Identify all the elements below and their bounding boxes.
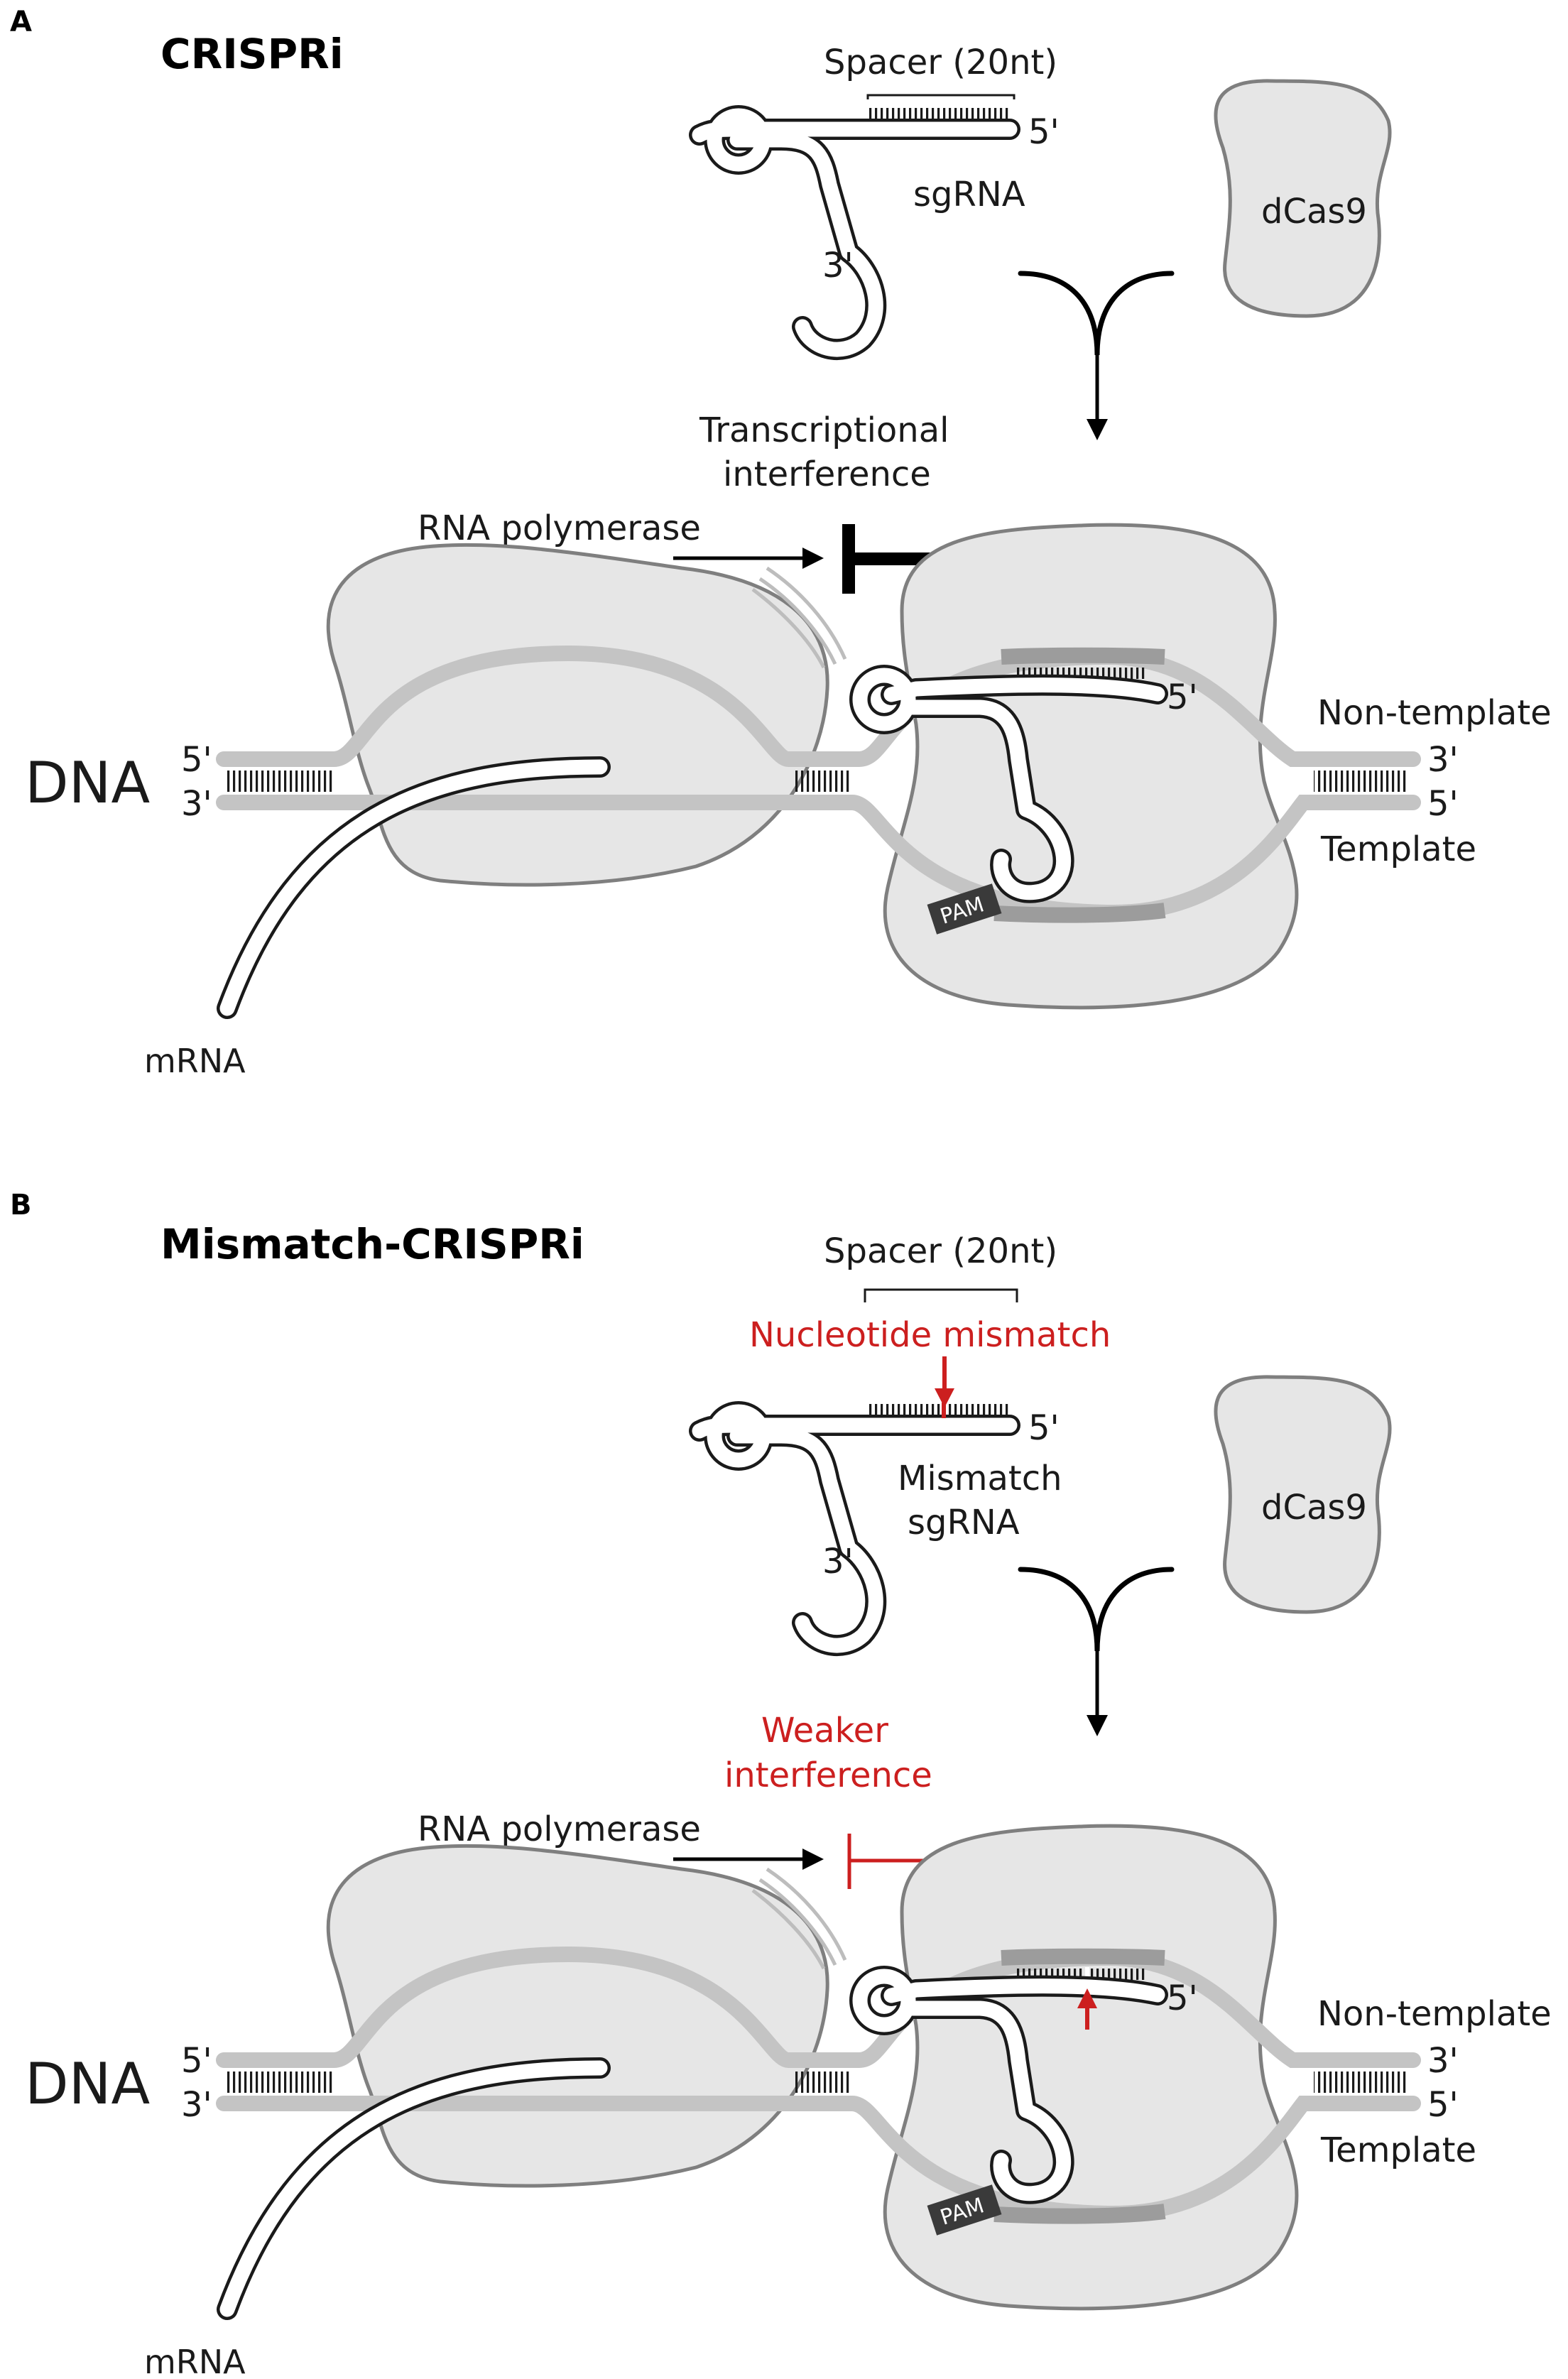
b-dna-strands [216,1946,1421,2224]
b-dna-duplex-right [1314,2072,1406,2093]
polymerase-ripples [751,566,847,669]
dna-right-3prime: 3' [1427,740,1459,780]
free-mismatch-sgrna: 5' Mismatch sgRNA 3' [689,1401,1062,1657]
spacer-bracket [866,94,1016,99]
interference-label-line2: interference [723,454,931,494]
dna-non-template [216,645,1421,767]
panel-a-title: CRISPRi [160,30,344,78]
spacer-label: Spacer (20nt) [824,43,1057,82]
b-spacer-bracket [864,1288,1018,1302]
b-dna-duplex-middle [795,2072,852,2093]
b-sgrna-5prime: 5' [1028,1408,1060,1448]
b-dna-left-5prime: 5' [181,2041,212,2081]
b-dcas9-label: dCas9 [1261,1488,1367,1528]
b-dna-duplex-left [227,2072,334,2093]
mismatch-arrow [935,1356,954,1408]
spacer-bases [868,108,1008,121]
non-template-label: Non-template [1317,693,1552,733]
b-dna-left-3prime: 3' [181,2085,212,2125]
target-region-bottom [993,903,1166,923]
dna-left-5prime: 5' [181,740,212,780]
b-spacer-label: Spacer (20nt) [824,1231,1057,1271]
b-polymerase-label: RNA polymerase [418,1809,701,1849]
panel-b-title: Mismatch-CRISPRi [160,1220,584,1268]
b-spacer-bases [868,1404,1008,1417]
b-interference-line2: interference [724,1755,932,1795]
b-mrna-label: mRNA [144,2343,246,2379]
bound-sgrna: 5' [849,665,1198,903]
b-dna-label: DNA [25,2051,150,2117]
dna-right-5prime: 5' [1427,784,1459,824]
interference-label-line1: Transcriptional [699,410,949,450]
b-sgrna-label-line2: sgRNA [908,1503,1020,1542]
b-mismatch-base [942,1403,946,1418]
b-free-dcas9: dCas9 [1214,1375,1392,1614]
b-interference-line1: Weaker [761,1711,888,1751]
dna-strands [216,645,1421,923]
panel-a: A CRISPRi Spacer (20nt) 5' sgRNA 3' dCas… [10,6,1552,1080]
b-polymerase-arrow [673,1849,824,1870]
dna-duplex-middle [795,771,852,792]
free-dcas9: dCas9 [1214,79,1392,318]
b-combine-arrow [1018,1567,1175,1736]
dna-left-3prime: 3' [181,784,212,824]
b-mrna [217,2057,611,2320]
b-sgrna-3prime: 3' [822,1542,854,1582]
b-bound-mismatch-arrow [1077,1988,1097,2030]
panel-b-letter: B [10,1189,32,1221]
template-label: Template [1320,829,1476,869]
mrna [217,756,611,1019]
dcas9-protein [1214,79,1392,318]
b-dna-right-3prime: 3' [1427,2041,1459,2081]
dcas9-bound [883,523,1299,1010]
mrna-label: mRNA [144,1042,246,1080]
b-bound-mismatch-gap [1085,1967,1089,1981]
dcas9-label: dCas9 [1261,192,1367,232]
b-polymerase-ripples [751,1867,847,1970]
sgrna-3prime: 3' [822,246,854,285]
sgrna-5prime: 5' [1028,112,1060,152]
b-template-label: Template [1320,2130,1476,2170]
combine-arrow [1018,271,1175,440]
sgrna-label: sgRNA [913,175,1025,214]
free-sgrna: Spacer (20nt) 5' sgRNA 3' [689,43,1060,361]
polymerase-label: RNA polymerase [418,508,701,548]
b-sgrna-label-line1: Mismatch [898,1459,1062,1498]
panel-a-letter: A [10,6,32,38]
bound-sgrna-5prime: 5' [1167,677,1198,717]
dna-duplex-right [1314,771,1406,792]
target-region-top [1001,647,1165,665]
b-bound-sgrna-5prime: 5' [1167,1978,1198,2018]
panel-b: B Mismatch-CRISPRi Spacer (20nt) Nucleot… [10,1189,1552,2379]
mismatch-label: Nucleotide mismatch [749,1315,1111,1355]
dna-label: DNA [25,750,150,816]
b-dna-right-5prime: 5' [1427,2085,1459,2125]
b-non-template-label: Non-template [1317,1994,1552,2034]
dna-duplex-left [227,771,334,792]
b-dcas9-bound [883,1824,1299,2311]
polymerase-arrow [673,548,824,569]
b-bound-sgrna: 5' [849,1966,1198,2204]
